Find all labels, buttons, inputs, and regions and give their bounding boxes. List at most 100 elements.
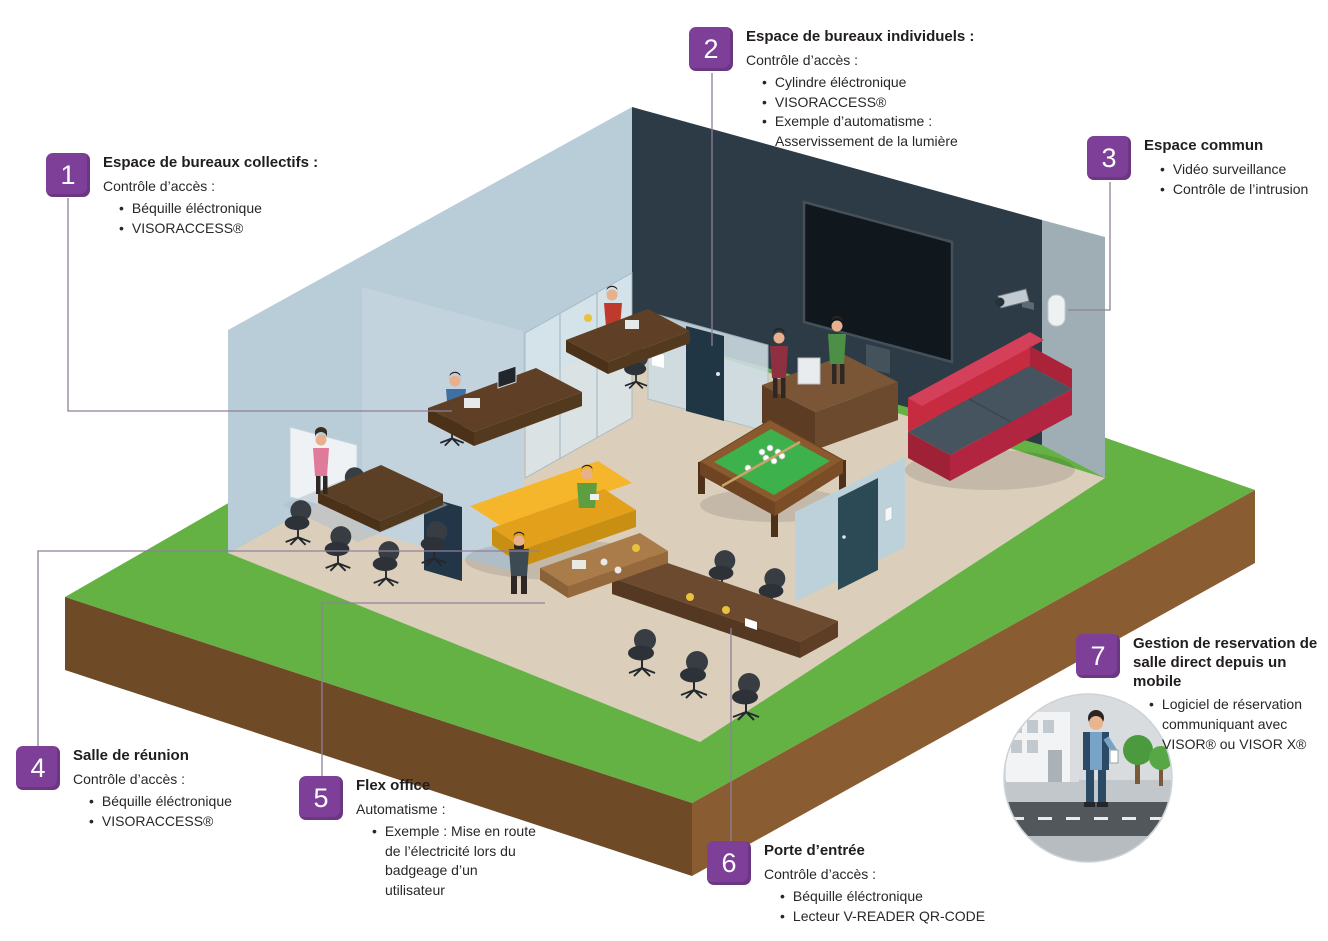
callout-5-bullet: Exemple : Mise en route de l’électricité… bbox=[372, 822, 536, 902]
callout-espace-commun: 3 Espace commun Vidéo surveillance Contr… bbox=[1087, 136, 1324, 200]
callout-5-list: Exemple : Mise en route de l’électricité… bbox=[356, 822, 536, 902]
callout-6-bullet: Béquille éléctronique bbox=[780, 887, 999, 907]
callout-salle-de-reunion: 4 Salle de réunion Contrôle d’accès : Bé… bbox=[16, 746, 293, 831]
connector-3 bbox=[1068, 182, 1111, 311]
notebook bbox=[590, 494, 599, 500]
inset-building bbox=[1006, 712, 1079, 782]
platform-side-left bbox=[65, 597, 692, 876]
callout-7-title: Gestion de reservation de salle direct d… bbox=[1133, 635, 1318, 690]
candle bbox=[686, 593, 694, 601]
inset-circle-border bbox=[1003, 693, 1173, 863]
callout-espace-bureaux-collectifs: 1 Espace de bureaux collectifs : Contrôl… bbox=[46, 153, 343, 238]
callout-1-bullet: Béquille éléctronique bbox=[119, 199, 343, 219]
kitchen-counter bbox=[762, 355, 898, 450]
callout-2-number: 2 bbox=[703, 33, 719, 64]
callout-3-list: Vidéo surveillance Contrôle de l’intrusi… bbox=[1144, 160, 1324, 200]
callout-6-bullet: Lecteur V-READER QR-CODE bbox=[780, 907, 999, 927]
coffee-machine bbox=[797, 357, 821, 385]
callout-2-bullet: VISORACCESS® bbox=[762, 93, 1026, 113]
callout-6-subtitle: Contrôle d’accès : bbox=[764, 865, 877, 882]
callout-7-badge: 7 bbox=[1076, 634, 1120, 678]
callout-2-bullet: Exemple d’automatisme : Asservissement d… bbox=[762, 112, 1026, 152]
callout-4-badge: 4 bbox=[16, 746, 60, 790]
callout-3-bullet: Contrôle de l’intrusion bbox=[1160, 180, 1324, 200]
intrusion-sensor-icon bbox=[1047, 294, 1066, 327]
callout-5-subtitle: Automatisme : bbox=[356, 800, 446, 817]
callout-1-bullet: VISORACCESS® bbox=[119, 219, 343, 239]
collective-desk-1 bbox=[428, 365, 582, 447]
callout-7-number: 7 bbox=[1090, 640, 1106, 671]
callout-6-list: Béquille éléctronique Lecteur V-READER Q… bbox=[764, 887, 999, 927]
wall-end-strip bbox=[1042, 220, 1105, 478]
pool-cue bbox=[721, 440, 801, 488]
callout-1-title: Espace de bureaux collectifs : bbox=[103, 154, 319, 171]
callout-porte-entree: 6 Porte d’entrée Contrôle d’accès : Béqu… bbox=[707, 841, 999, 926]
callout-2-list: Cylindre éléctronique VISORACCESS® Exemp… bbox=[746, 73, 1026, 153]
callout-flex-office: 5 Flex office Automatisme : Exemple : Mi… bbox=[299, 776, 536, 901]
connector-5 bbox=[321, 602, 545, 776]
inset-person-with-phone bbox=[1083, 710, 1119, 807]
callout-6-title: Porte d’entrée bbox=[764, 842, 865, 859]
callout-5-badge: 5 bbox=[299, 776, 343, 820]
lounge-area bbox=[465, 461, 668, 598]
callout-4-bullet: Béquille éléctronique bbox=[89, 792, 293, 812]
desk-laptop bbox=[625, 320, 639, 329]
entrance-door bbox=[838, 478, 878, 590]
connector-4 bbox=[37, 550, 540, 746]
callout-1-number: 1 bbox=[60, 159, 76, 190]
callout-7-bullet: Logiciel de réservation communiquant ave… bbox=[1149, 695, 1328, 755]
meeting-room bbox=[282, 465, 449, 587]
tv-screen bbox=[802, 200, 954, 374]
coffee-table bbox=[540, 533, 668, 598]
callout-3-badge: 3 bbox=[1087, 136, 1131, 180]
desk-laptop bbox=[464, 398, 480, 408]
connector-1 bbox=[67, 198, 452, 412]
person-pink-top bbox=[313, 427, 329, 494]
callout-4-subtitle: Contrôle d’accès : bbox=[73, 770, 186, 787]
callout-3-title: Espace commun bbox=[1144, 137, 1264, 154]
callout-4-number: 4 bbox=[30, 752, 46, 783]
callout-6-badge: 6 bbox=[707, 841, 751, 885]
callout-3-bullet: Vidéo surveillance bbox=[1160, 160, 1324, 180]
red-sofa bbox=[905, 332, 1075, 490]
callout-1-subtitle: Contrôle d’accès : bbox=[103, 177, 216, 194]
callout-7-list: Logiciel de réservation communiquant ave… bbox=[1133, 695, 1328, 755]
candle bbox=[632, 544, 640, 552]
smartphone-icon bbox=[1109, 749, 1119, 764]
candle bbox=[722, 606, 730, 614]
callout-1-list: Béquille éléctronique VISORACCESS® bbox=[103, 199, 343, 239]
collective-desk-2 bbox=[566, 285, 690, 390]
security-camera-icon bbox=[995, 288, 1034, 310]
desk-lamp bbox=[584, 314, 592, 322]
long-table-area bbox=[612, 549, 838, 721]
individual-office-door bbox=[686, 326, 724, 421]
person-bearded bbox=[509, 531, 529, 594]
desk-monitor bbox=[497, 365, 517, 389]
laptop bbox=[572, 560, 586, 569]
person-standing-green bbox=[828, 315, 846, 384]
pool-balls bbox=[744, 444, 786, 472]
qr-reader-icon bbox=[884, 505, 893, 523]
callout-2-bullet: Cylindre éléctronique bbox=[762, 73, 1026, 93]
callout-1-badge: 1 bbox=[46, 153, 90, 197]
callout-5-title: Flex office bbox=[356, 777, 431, 794]
callout-6-number: 6 bbox=[721, 847, 737, 878]
callout-reservation-mobile: 7 Gestion de reservation de salle direct… bbox=[1076, 634, 1328, 755]
papers bbox=[745, 618, 757, 630]
callout-5-number: 5 bbox=[313, 782, 329, 813]
callout-4-title: Salle de réunion bbox=[73, 747, 189, 764]
callout-2-title: Espace de bureaux individuels : bbox=[746, 28, 975, 45]
callout-3-number: 3 bbox=[1101, 142, 1117, 173]
pool-table bbox=[698, 419, 850, 537]
entrance-wall bbox=[795, 457, 905, 602]
callout-2-badge: 2 bbox=[689, 27, 733, 71]
person-green-shirt bbox=[577, 464, 599, 508]
callout-connector-lines bbox=[37, 73, 1111, 841]
callout-2-subtitle: Contrôle d’accès : bbox=[746, 51, 859, 68]
platform-side-right bbox=[692, 490, 1255, 876]
electronic-cylinder-icon bbox=[716, 372, 720, 376]
callout-4-list: Béquille éléctronique VISORACCESS® bbox=[73, 792, 293, 832]
person-standing-red bbox=[770, 327, 788, 398]
